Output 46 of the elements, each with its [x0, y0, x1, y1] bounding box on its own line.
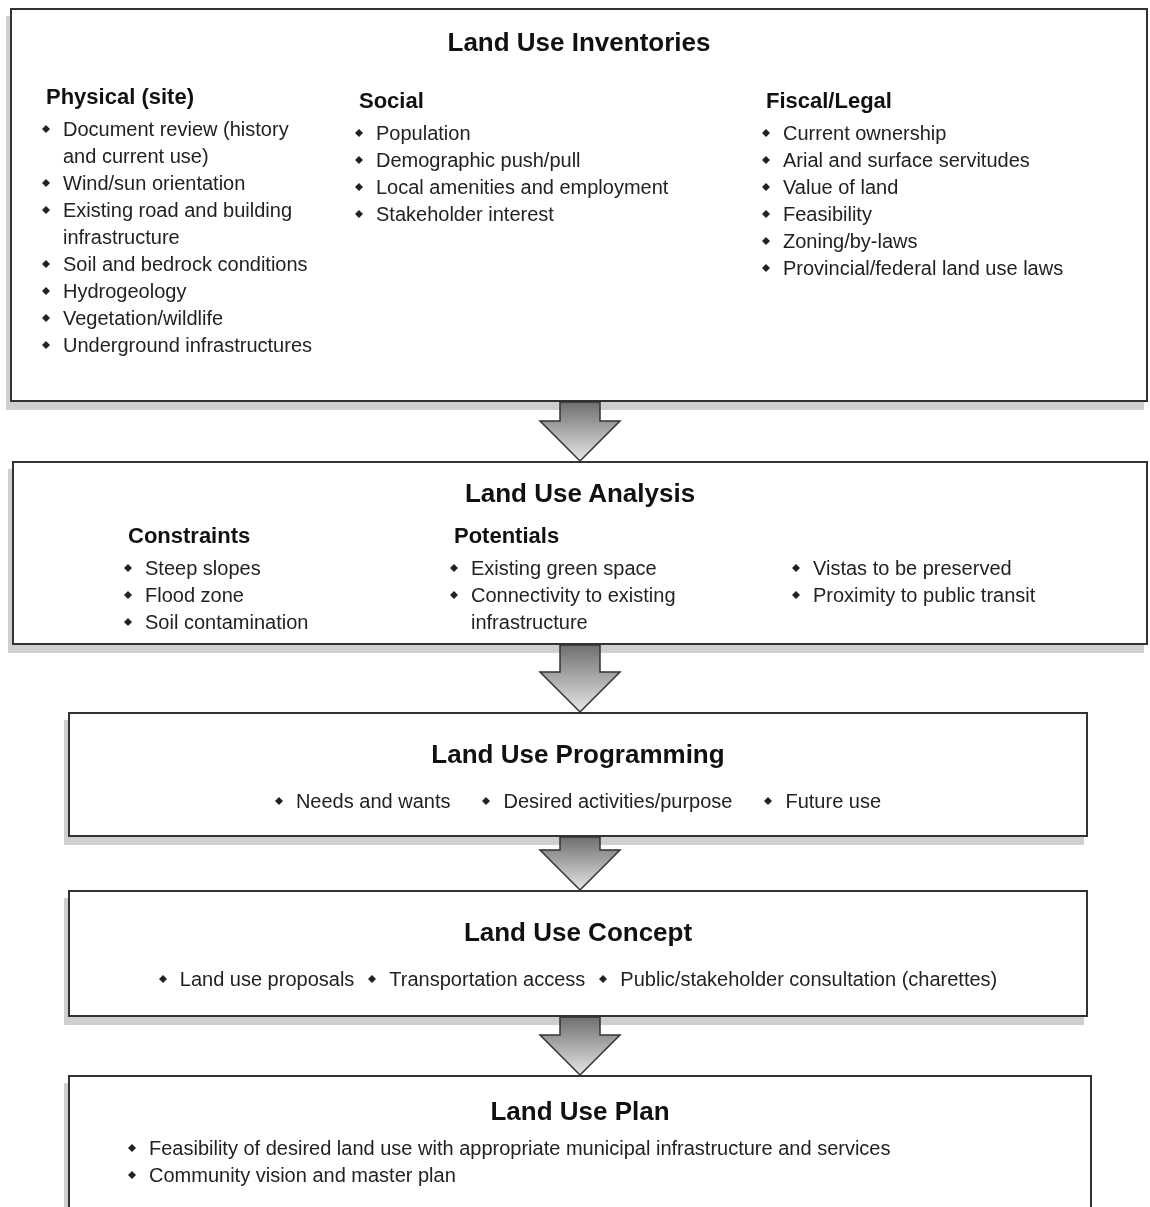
list-item: Existing green space [471, 556, 657, 581]
stage-title: Land Use Plan [490, 1095, 670, 1127]
list-item: Zoning/by-laws [783, 229, 918, 254]
list-item: Future use [785, 789, 882, 814]
list-item: Community vision and master plan [149, 1163, 456, 1188]
list-item: Arial and surface servitudes [783, 148, 1030, 173]
stage-title: Land Use Programming [431, 738, 725, 770]
list-item: Demographic push/pull [376, 148, 581, 173]
list-item: Local amenities and employment [376, 175, 669, 200]
list-item: Stakeholder interest [376, 202, 554, 227]
list-item: Connectivity to existing infrastructure [471, 583, 677, 635]
stage-title: Land Use Inventories [447, 26, 711, 58]
list-item: Flood zone [145, 583, 244, 608]
list-item: Population [376, 121, 471, 146]
list-item: Desired activities/purpose [503, 789, 733, 814]
list-item: Feasibility of desired land use with appropriate municipal infrastructure and services [149, 1136, 891, 1161]
list-item: Transportation access [389, 967, 586, 992]
block-arrow [538, 644, 622, 714]
list-item: Public/stakeholder consultation (charettes) [620, 967, 998, 992]
stage-title: Land Use Analysis [464, 477, 696, 509]
list-item: Proximity to public transit [813, 583, 1036, 608]
block-arrow [538, 836, 622, 892]
list-item: Wind/sun orientation [63, 171, 246, 196]
column-heading: Potentials [454, 522, 561, 550]
list-item: Steep slopes [145, 556, 261, 581]
column-heading: Physical (site) [46, 83, 195, 111]
list-item: Document review (history and current use) [63, 117, 290, 169]
list-item: Needs and wants [295, 789, 451, 814]
column-heading: Fiscal/Legal [766, 87, 893, 115]
list-item: Soil and bedrock conditions [63, 252, 308, 277]
list-item: Vegetation/wildlife [63, 306, 224, 331]
list-item: Current ownership [783, 121, 947, 146]
column-heading: Constraints [128, 522, 252, 550]
list-item: Vistas to be preserved [813, 556, 1012, 581]
list-item: Land use proposals [179, 967, 355, 992]
list-item: Provincial/federal land use laws [783, 256, 1064, 281]
list-item: Soil contamination [145, 610, 309, 635]
list-item: Value of land [783, 175, 899, 200]
list-item: Feasibility [783, 202, 872, 227]
block-arrow [538, 1016, 622, 1077]
list-item: Underground infrastructures [63, 333, 312, 358]
list-item: Hydrogeology [63, 279, 187, 304]
block-arrow [538, 401, 622, 463]
column-heading: Social [359, 87, 425, 115]
stage-title: Land Use Concept [463, 916, 693, 948]
list-item: Existing road and building infrastructure [63, 198, 294, 250]
